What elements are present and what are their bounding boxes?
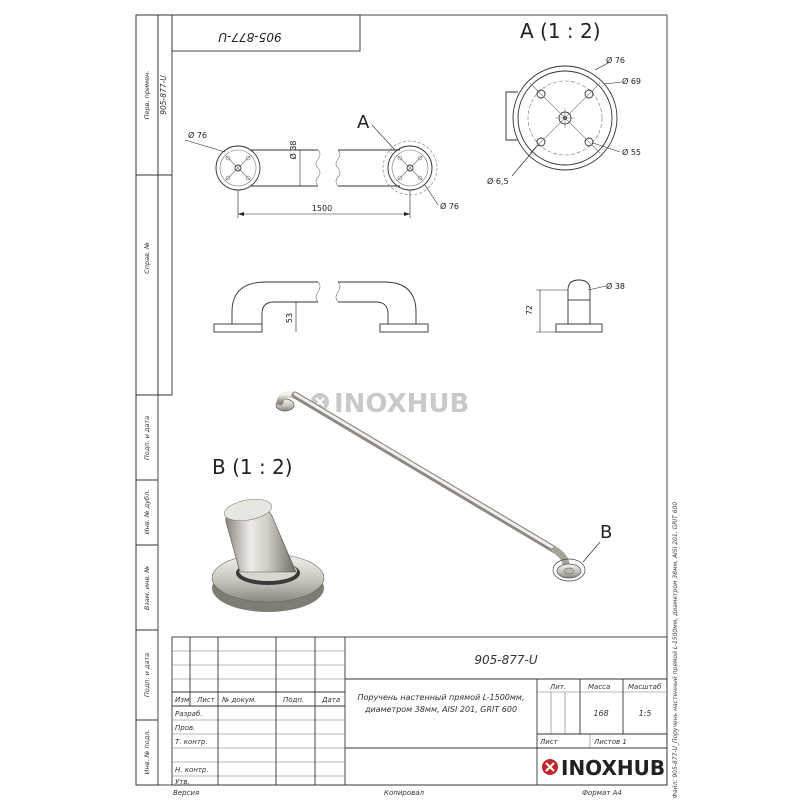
scale-value: 1:5 [639,709,652,718]
footer-version: Версия [173,789,199,797]
sheet-label: Лист [539,738,559,746]
drawing-number-rotated: 905-877-U [218,30,281,44]
dim-detail-a-bolt-circle: Ø 55 [622,147,641,157]
side-label-sprav: Справ. № [143,242,151,274]
side-label-podp-data-1: Подп. и дата [143,416,151,460]
description-line-1: Поручень настенный прямой L-1500мм, [358,693,525,702]
scale-label: Масштаб [628,683,662,691]
brand-logo: INOXHUB [542,756,665,780]
dim-front-left-dia: Ø 76 [188,130,207,140]
mass-label: Масса [588,683,610,691]
detail-a-title: A (1 : 2) [520,19,601,43]
dim-end-height: 72 [525,305,534,315]
lit-label: Лит. [549,683,566,691]
side-view: 53 [213,281,429,333]
description-line-2: диаметром 38мм, AISI 201, GRIT 600 [364,705,517,714]
dim-side-height: 53 [285,313,294,323]
row-prov: Пров. [175,724,195,732]
col-docum: № докум. [221,696,257,704]
side-label-inv-podl: Инв. № подл. [143,730,151,775]
dim-end-dia: Ø 38 [606,281,625,291]
row-utv: Утв. [175,778,190,786]
side-label-podp-data-2: Подп. и дата [143,653,151,697]
col-list: Лист [196,696,216,704]
side-label-inv-dubl: Инв. № дубл. [143,490,151,534]
detail-a-dimensions: Ø 76 Ø 69 Ø 55 Ø 6,5 [487,55,641,186]
detail-a: A (1 : 2) [505,19,618,171]
col-podp: Подп. [283,696,304,704]
dim-detail-a-hole: Ø 6,5 [487,176,509,186]
side-label-perv-primen: Перв. примен. [143,71,151,120]
col-izm: Изм. [175,696,191,704]
callout-b: B [600,522,612,543]
sheets-label: Листов 1 [593,738,627,746]
row-nkontr: Н. контр. [175,766,209,774]
mass-value: 168 [593,709,608,718]
file-caption: Файл: 905-877-U_Поручень настенный прямо… [672,502,679,799]
row-tkontr: Т. контр. [175,738,208,746]
col-data: Дата [321,696,340,704]
dim-front-right-dia: Ø 76 [440,201,459,211]
watermark: INOXHUB [311,389,469,419]
row-razrab: Разраб. [175,710,203,718]
callout-a: A [357,112,370,133]
title-block [171,636,668,786]
isometric-bar: B [275,390,612,582]
front-view-dimensions: Ø 76 Ø 38 1500 Ø 76 A [184,112,459,218]
dim-length: 1500 [312,204,332,213]
dim-detail-a-outer: Ø 76 [606,55,625,65]
front-view [215,140,438,196]
dim-detail-a-mid: Ø 69 [622,76,641,86]
detail-b-title: B (1 : 2) [212,455,293,479]
end-view: 72 Ø 38 [525,279,625,333]
footer-format: Формат A4 [582,789,622,797]
footer-copied: Копировал [384,789,425,797]
watermark-text: INOXHUB [334,389,469,419]
detail-b: B (1 : 2) [211,455,325,612]
side-label-vzam-inv: Взам. инв. № [143,566,151,610]
brand-name: INOXHUB [561,756,665,780]
dim-front-tube-dia: Ø 38 [288,140,298,159]
side-labels: Перв. примен. 905-877-U Справ. № Подп. и… [143,71,168,775]
title-block-text: Изм. Лист № докум. Подп. Дата Разраб. Пр… [175,653,662,786]
side-number: 905-877-U [159,75,168,115]
drawing-number: 905-877-U [474,653,537,667]
footer: Версия Копировал Формат A4 [173,789,622,797]
